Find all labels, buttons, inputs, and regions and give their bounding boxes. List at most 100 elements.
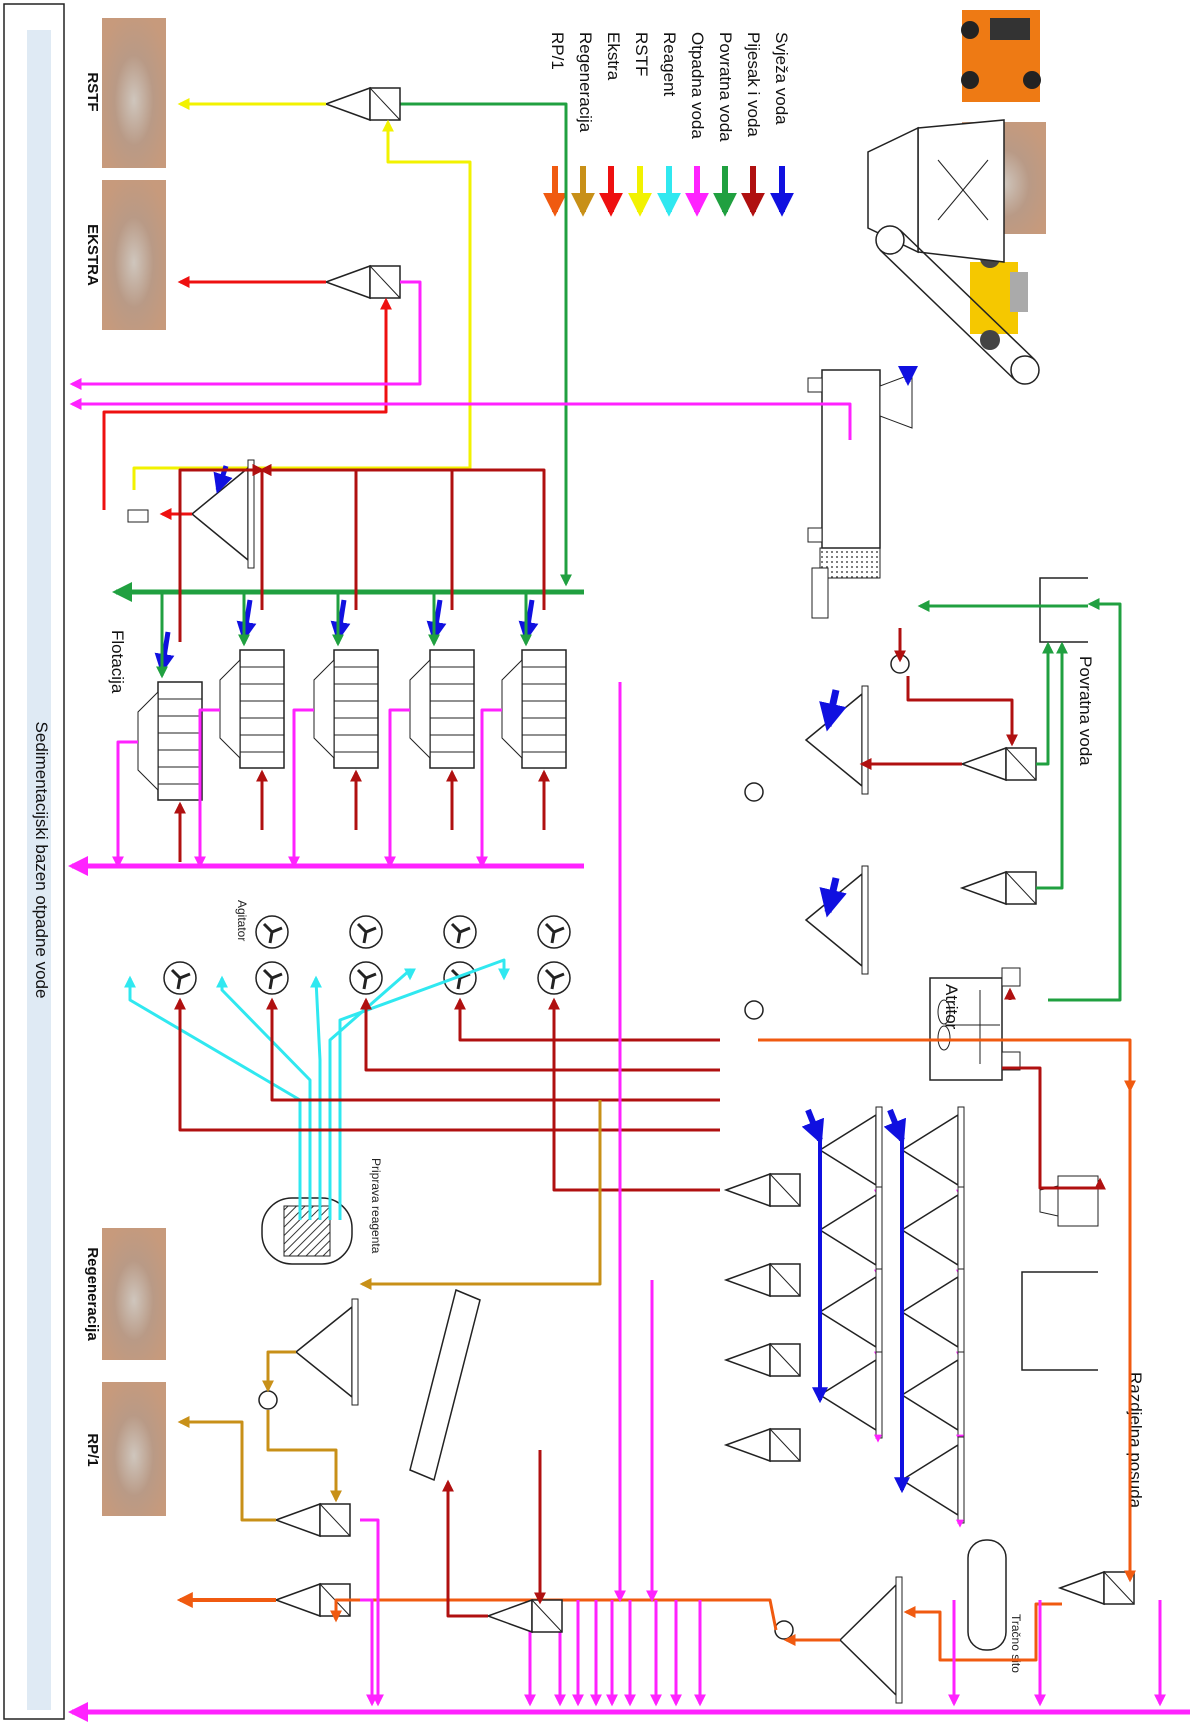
rp1-thickener-screen xyxy=(895,1576,903,1704)
classifier-2-5-cone xyxy=(900,1443,959,1517)
agitator-feed-1 xyxy=(174,997,720,1132)
belt-sieve: Tračno sito xyxy=(967,1539,1023,1673)
drum-overflow xyxy=(69,398,852,440)
legend-item-sand-water: Pijesak i voda xyxy=(741,32,765,217)
rp1-waste xyxy=(360,1598,378,1707)
svg-text:RP/1: RP/1 xyxy=(548,32,567,70)
svg-text:Reagent: Reagent xyxy=(660,32,679,97)
cell-waste-3 xyxy=(288,708,314,869)
fresh-water-thickener-1 xyxy=(819,689,847,732)
agitator-feed-4 xyxy=(454,997,720,1042)
rstf-cyclone-mark xyxy=(369,87,401,121)
thickener-2-to-attritor xyxy=(758,1038,1136,1093)
desliming-cyclone-4-cone xyxy=(723,1427,771,1463)
classifier-1-3-cone xyxy=(818,1275,877,1349)
attritor-return xyxy=(1048,598,1122,1002)
cyclone-a-mark xyxy=(1005,747,1037,781)
product-pile-rp1: RP/1 xyxy=(84,1382,166,1516)
regen-feed xyxy=(359,1100,602,1290)
ekstra-cyclone-cone xyxy=(323,264,371,300)
loader-icon xyxy=(970,248,1028,350)
cyclone-a-overflow xyxy=(1036,641,1054,766)
cell-waste-5 xyxy=(476,708,502,869)
belt-sieve-label: Tračno sito xyxy=(1009,1614,1023,1673)
cell-froth-3 xyxy=(259,464,358,610)
reagent-line-1 xyxy=(124,975,302,1220)
svg-text:Svježa voda: Svježa voda xyxy=(772,32,791,125)
reagent-prep-label: Priprava reagenta xyxy=(369,1158,383,1254)
screw-cyclone-cone xyxy=(485,1598,533,1634)
product-pile-ekstra: EKSTRA xyxy=(84,180,166,330)
desliming-cyclone-3-cone xyxy=(723,1342,771,1378)
agitator-icon-2-blades xyxy=(262,968,283,990)
ekstra-feed-flow xyxy=(102,297,392,510)
regen-cyclone-cone xyxy=(273,1502,321,1538)
classifier-1-2-cone xyxy=(818,1193,877,1267)
classifier-1-2-screen xyxy=(875,1186,883,1274)
fresh-water-thickener-2 xyxy=(819,877,847,918)
hopper xyxy=(867,119,1005,263)
screw-cyclone-mark xyxy=(531,1599,563,1633)
flotation-cell-2-lip xyxy=(219,658,241,760)
classifier-1-4-cone xyxy=(818,1358,877,1432)
belt-conveyor xyxy=(875,225,1040,385)
screw-classifier xyxy=(409,1288,481,1482)
legend-item-rstf: RSTF xyxy=(628,32,652,217)
classifier-1-1-screen xyxy=(875,1106,883,1194)
flotation-cell-4 xyxy=(429,649,475,769)
cell-froth-1 xyxy=(178,464,265,642)
flotation-cell-4-lip xyxy=(409,658,431,760)
truck-icon xyxy=(961,10,1041,102)
cell-waste-1 xyxy=(112,740,138,869)
agitator-icon-3-blades xyxy=(262,922,283,944)
agitator-icon-8-blades xyxy=(544,968,565,990)
regen-product xyxy=(177,1416,276,1522)
pump-icon-4 xyxy=(258,1390,278,1410)
flotation-cell-3 xyxy=(333,649,379,769)
classifier-2-3-screen xyxy=(957,1268,965,1356)
cyclone-c-mark xyxy=(1103,1571,1135,1605)
fresh-water-inlet-bank-1 xyxy=(801,1108,825,1145)
ekstra-cyclone-mark xyxy=(369,265,401,299)
classifier-2-1-screen xyxy=(957,1106,965,1194)
flotation-cell-5-lip xyxy=(501,658,523,760)
flotation-thickener-screen xyxy=(247,459,255,569)
cyclone-b-overflow xyxy=(1036,641,1068,890)
desliming-cyclone-4-mark xyxy=(769,1428,801,1462)
svg-text:Povratna voda: Povratna voda xyxy=(716,32,735,142)
classifier-2-4-screen xyxy=(957,1351,965,1439)
svg-text:RSTF: RSTF xyxy=(632,32,651,76)
sedimentation-basin: Sedimentacijski bazen otpadne vode xyxy=(3,3,65,1720)
agitator-feed-3 xyxy=(360,997,720,1072)
rp1-cyclone-cone xyxy=(273,1582,321,1618)
regen-waste xyxy=(360,1518,384,1707)
agitator-label: Agitator xyxy=(235,900,249,941)
pump-icon-2 xyxy=(744,1000,764,1020)
agitator-icon-5-blades xyxy=(356,922,377,944)
cyclone-a-cone xyxy=(959,746,1007,782)
classifier-1-1-cone xyxy=(818,1113,877,1187)
dewatering-thickener-2-screen xyxy=(861,865,869,975)
attritor-label: Atritor xyxy=(942,984,961,1030)
legend-item-rp1: RP/1 xyxy=(543,32,567,217)
product-label-rp1: RP/1 xyxy=(84,1433,101,1466)
desliming-cyclone-3-mark xyxy=(769,1343,801,1377)
agitator-icon-7-blades xyxy=(450,922,471,944)
product-label-ekstra: EKSTRA xyxy=(84,224,101,286)
desliming-cyclone-1-mark xyxy=(769,1173,801,1207)
regen-cyclone-mark xyxy=(319,1503,351,1537)
legend-item-waste-water: Otpadna voda xyxy=(685,32,709,217)
flotation-valve xyxy=(127,509,149,523)
desliming-cyclone-1-cone xyxy=(723,1172,771,1208)
classifier-1-4-screen xyxy=(875,1351,883,1439)
cell-froth-5 xyxy=(259,464,546,610)
return-to-rstf-line xyxy=(376,102,572,587)
legend-item-fresh-water: Svježa voda xyxy=(770,32,794,217)
pump-icon-5 xyxy=(774,1620,794,1640)
return-water-label: Povratna voda xyxy=(1076,656,1095,766)
legend-item-reagent: Reagent xyxy=(657,32,681,217)
classifier-2-2-cone xyxy=(900,1193,959,1267)
product-pile-regeneracija: Regeneracija xyxy=(84,1228,166,1360)
flotation-cell-3-lip xyxy=(313,658,335,760)
legend-item-ekstra: Ekstra xyxy=(599,32,623,217)
